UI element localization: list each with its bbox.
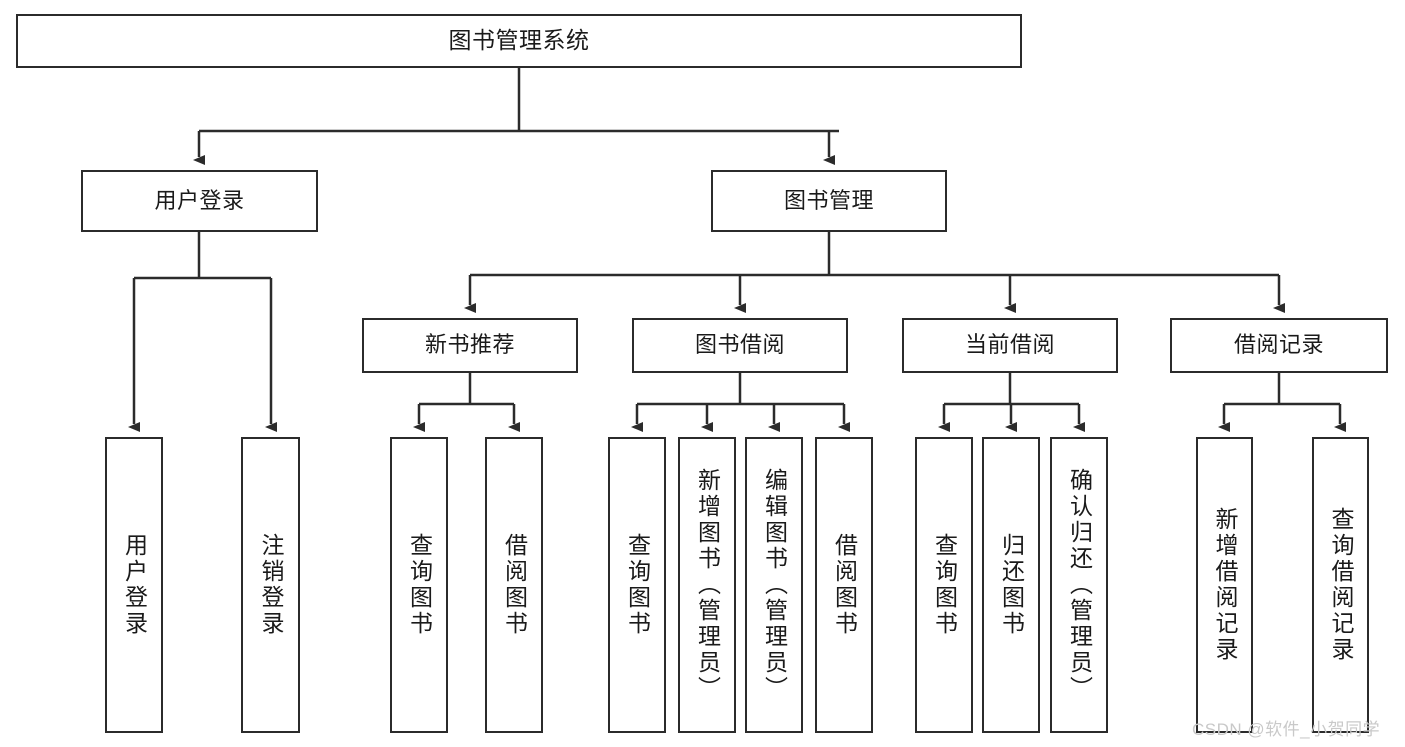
- node-leaf-add-record-label: 新增借阅记录: [1212, 507, 1238, 663]
- node-leaf-confirm-return-label: 确认归还（管理员）: [1066, 468, 1093, 702]
- node-leaf-add-book-label: 新增图书（管理员）: [694, 468, 721, 702]
- node-leaf-borrow-book-2-label: 借阅图书: [831, 533, 858, 637]
- node-leaf-query-book-1[interactable]: 查询图书: [390, 437, 448, 733]
- node-leaf-user-login[interactable]: 用户登录: [105, 437, 163, 733]
- node-leaf-query-record-label: 查询借阅记录: [1328, 507, 1354, 663]
- node-leaf-query-book-2[interactable]: 查询图书: [608, 437, 666, 733]
- node-new-book-recommend[interactable]: 新书推荐: [362, 318, 578, 373]
- node-current-borrow-label: 当前借阅: [964, 332, 1055, 358]
- node-leaf-return-book[interactable]: 归还图书: [982, 437, 1040, 733]
- node-leaf-confirm-return[interactable]: 确认归还（管理员）: [1050, 437, 1108, 733]
- node-leaf-borrow-book-2[interactable]: 借阅图书: [815, 437, 873, 733]
- node-leaf-query-book-1-label: 查询图书: [406, 533, 433, 637]
- node-leaf-query-book-3[interactable]: 查询图书: [915, 437, 973, 733]
- node-leaf-borrow-book-1[interactable]: 借阅图书: [485, 437, 543, 733]
- node-new-book-recommend-label: 新书推荐: [424, 332, 515, 358]
- node-root-label: 图书管理系统: [448, 27, 590, 54]
- node-user-login-label: 用户登录: [154, 187, 245, 213]
- node-user-login[interactable]: 用户登录: [81, 170, 318, 232]
- node-leaf-add-book[interactable]: 新增图书（管理员）: [678, 437, 736, 733]
- node-leaf-return-book-label: 归还图书: [998, 533, 1025, 637]
- node-leaf-user-login-label: 用户登录: [121, 533, 148, 637]
- node-borrow-record[interactable]: 借阅记录: [1170, 318, 1388, 373]
- watermark: CSDN @软件_小贺同学: [1192, 720, 1381, 739]
- node-book-borrow-label: 图书借阅: [694, 332, 785, 358]
- node-leaf-query-book-2-label: 查询图书: [624, 533, 651, 637]
- node-leaf-add-record[interactable]: 新增借阅记录: [1196, 437, 1253, 733]
- node-leaf-edit-book[interactable]: 编辑图书（管理员）: [745, 437, 803, 733]
- node-leaf-user-logout-label: 注销登录: [258, 533, 284, 637]
- node-book-manage[interactable]: 图书管理: [711, 170, 947, 232]
- node-book-manage-label: 图书管理: [783, 187, 874, 213]
- node-leaf-borrow-book-1-label: 借阅图书: [501, 533, 528, 637]
- node-current-borrow[interactable]: 当前借阅: [902, 318, 1118, 373]
- node-leaf-query-record[interactable]: 查询借阅记录: [1312, 437, 1369, 733]
- node-leaf-user-logout[interactable]: 注销登录: [241, 437, 300, 733]
- node-borrow-record-label: 借阅记录: [1233, 332, 1324, 358]
- node-leaf-edit-book-label: 编辑图书（管理员）: [761, 468, 788, 702]
- node-root[interactable]: 图书管理系统: [16, 14, 1022, 68]
- node-book-borrow[interactable]: 图书借阅: [632, 318, 848, 373]
- node-leaf-query-book-3-label: 查询图书: [931, 533, 958, 637]
